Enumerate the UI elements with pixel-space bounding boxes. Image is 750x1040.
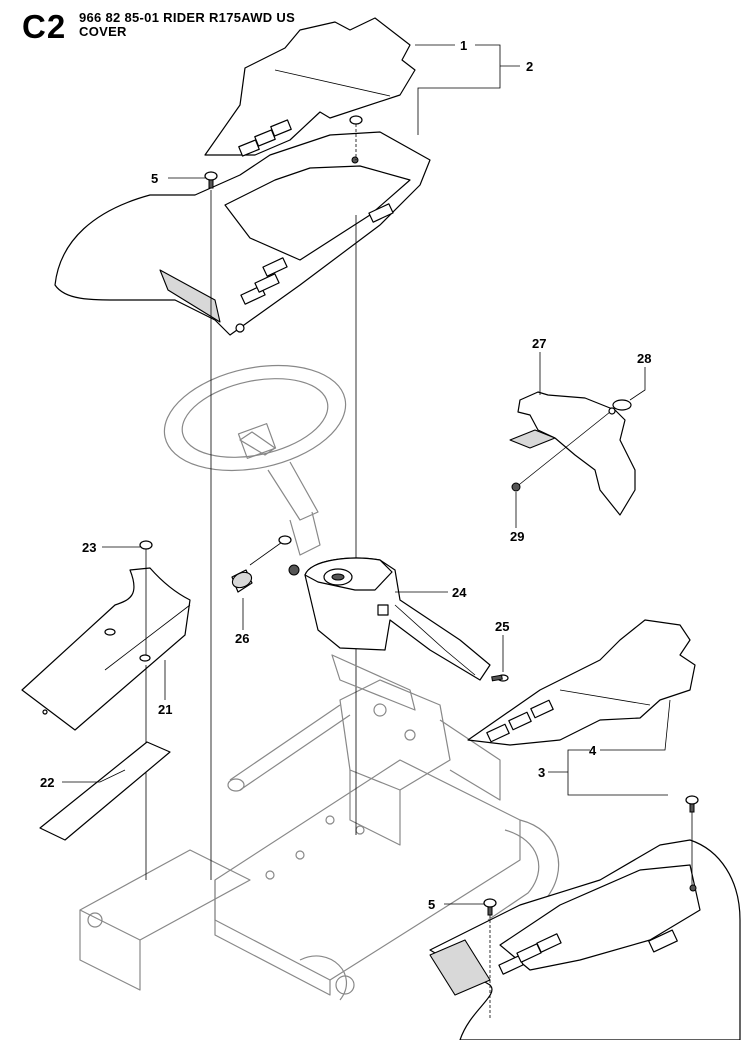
callout-22: 22 <box>40 775 54 790</box>
part-27-bracket <box>509 391 636 516</box>
callout-1: 2 <box>526 59 533 74</box>
callout-2: 1 <box>460 38 467 53</box>
callout-24: 24 <box>452 585 467 600</box>
screw-icon <box>685 795 699 885</box>
screw-icon <box>349 115 363 160</box>
callout-labels: 1 2 5 27 28 29 23 24 25 26 21 22 4 3 5 <box>40 38 651 912</box>
callout-27: 27 <box>532 336 546 351</box>
part-25-screw <box>491 674 509 682</box>
part-2-top-mat <box>204 17 416 157</box>
callout-29: 29 <box>510 529 524 544</box>
part-3-fender <box>429 839 741 1040</box>
callout-21: 21 <box>158 702 172 717</box>
callout-25: 25 <box>495 619 509 634</box>
callout-5: 5 <box>428 897 435 912</box>
steering-wheel <box>163 364 347 556</box>
leader-lines <box>62 44 671 905</box>
screw-5-upper <box>204 171 357 880</box>
part-29-nut <box>511 482 521 492</box>
sheet-code: C2 <box>22 8 67 45</box>
section-title: COVER <box>79 24 127 39</box>
part-21-side-panel <box>21 567 191 731</box>
part-26-knob <box>231 535 292 593</box>
callout-3: 3 <box>538 765 545 780</box>
part-22-strip <box>39 741 171 841</box>
screw-5-lower <box>483 898 497 1020</box>
callout-5: 5 <box>151 171 158 186</box>
part-24-console <box>304 557 491 711</box>
callout-4: 4 <box>589 743 597 758</box>
part-1-fender-cover <box>54 131 431 336</box>
callout-23: 23 <box>82 540 96 555</box>
part-24-screw <box>288 564 300 576</box>
model-title: 966 82 85-01 RIDER R175AWD US <box>79 10 296 25</box>
part-4-mat <box>467 619 696 746</box>
callout-26: 26 <box>235 631 249 646</box>
part-28-clip <box>608 399 632 415</box>
callout-28: 28 <box>637 351 651 366</box>
